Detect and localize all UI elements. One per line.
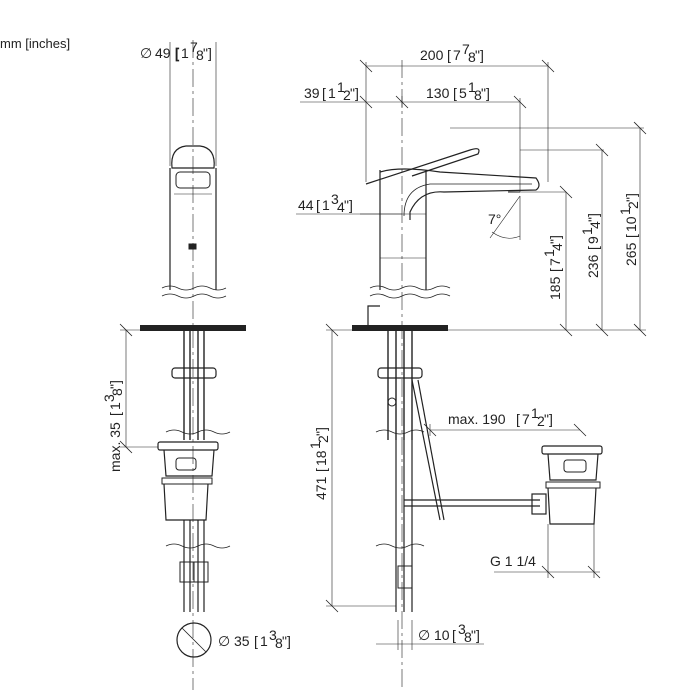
- dim-inch-denominator: 4: [587, 221, 603, 229]
- dim-inch-whole: 10: [623, 216, 639, 232]
- dim-inch-numerator: 1: [307, 441, 323, 449]
- svg-text:[: [: [547, 268, 563, 272]
- dim-inch-denominator: 4: [549, 243, 565, 251]
- side-height-185-label: 185 [ 7 1 4 "]: [541, 235, 565, 300]
- svg-text:[: [: [623, 234, 639, 238]
- dim-inch-whole: 18: [313, 450, 329, 466]
- dim-inch-numerator: 3: [331, 191, 339, 207]
- dim-inch-whole: 1: [181, 45, 189, 61]
- svg-text:"]: "]: [282, 633, 291, 649]
- svg-text:[: [: [322, 85, 326, 101]
- svg-text:"]: "]: [585, 213, 601, 222]
- dim-inch-mark: "]: [203, 45, 212, 61]
- dim-inch-denominator: 8: [468, 49, 476, 65]
- side-total-depth-label: 200 [ 7 7 8 "]: [420, 41, 484, 65]
- dim-inch-numerator: 1: [468, 79, 476, 95]
- dim-inch-whole: 7: [453, 47, 461, 63]
- dim-text: max. 35: [107, 422, 123, 472]
- dim-inch-whole: 7: [547, 258, 563, 266]
- svg-text:"]: "]: [481, 85, 490, 101]
- svg-text:"]: "]: [344, 197, 353, 213]
- side-body-depth-label: 44 [ 1 3 4 "]: [298, 191, 353, 215]
- dim-inch-numerator: 7: [462, 41, 470, 57]
- svg-text:"]: "]: [547, 235, 563, 244]
- dim-mm: 49: [155, 45, 171, 61]
- dim-inch-denominator: 4: [337, 199, 345, 215]
- svg-text:[: [: [447, 47, 451, 63]
- side-height-236-label: 236 [ 9 1 4 "]: [579, 213, 603, 278]
- dim-inch-denominator: 2: [343, 87, 351, 103]
- svg-text:[: [: [254, 633, 258, 649]
- dim-inch-whole: 5: [459, 85, 467, 101]
- diameter-symbol: ∅: [140, 45, 152, 61]
- dim-mm: 471: [313, 476, 329, 500]
- dim-inch-whole: 1: [107, 402, 123, 410]
- dim-inch-denominator: 8: [464, 629, 472, 645]
- dim-inch-denominator: 2: [315, 435, 331, 443]
- dim-inch-denominator: 8: [474, 87, 482, 103]
- dim-inch-denominator: 8: [196, 47, 204, 63]
- svg-text:"]: "]: [350, 85, 359, 101]
- dim-inch-whole: 1: [328, 85, 336, 101]
- side-spout-reach-label: 130 [ 5 1 8 "]: [426, 79, 490, 103]
- dim-mm: 35: [234, 633, 250, 649]
- front-top-diameter-label: ∅ 49 [ 1 7 8 "]: [140, 39, 212, 63]
- dim-inch-numerator: 1: [541, 249, 557, 257]
- dim-mm: 200: [420, 47, 444, 63]
- side-view: [296, 59, 647, 690]
- dim-inch-numerator: 3: [101, 394, 117, 402]
- dim-mm: 265: [623, 242, 639, 266]
- dim-inch-whole: 1: [260, 633, 268, 649]
- svg-text:"]: "]: [623, 193, 639, 202]
- dim-inch-denominator: 8: [109, 388, 125, 396]
- dim-inch-numerator: 1: [617, 207, 633, 215]
- diameter-symbol: ∅: [218, 633, 230, 649]
- dim-inch-numerator: 3: [458, 621, 466, 637]
- svg-text:"]: "]: [313, 427, 329, 436]
- dim-inch-denominator: 8: [275, 635, 283, 651]
- dim-inch-denominator: 2: [625, 201, 641, 209]
- diameter-symbol: ∅: [418, 627, 430, 643]
- dim-inch-numerator: 7: [190, 39, 198, 55]
- unit-note: mm [inches]: [0, 36, 71, 51]
- svg-text:[: [: [175, 45, 179, 61]
- front-drain-travel-label: max. 35 [ 1 3 8 "]: [101, 380, 125, 472]
- svg-text:[: [: [452, 627, 456, 643]
- dim-inch-whole: 7: [522, 411, 530, 427]
- side-lever-offset-label: 39 [ 1 1 2 "]: [304, 79, 359, 103]
- svg-text:"]: "]: [471, 627, 480, 643]
- dim-mm: 185: [547, 276, 563, 300]
- svg-text:[: [: [316, 197, 320, 213]
- svg-text:[: [: [453, 85, 457, 101]
- svg-text:"]: "]: [107, 380, 123, 389]
- svg-text:"]: "]: [544, 411, 553, 427]
- dim-mm: 130: [426, 85, 450, 101]
- side-height-265-label: 265 [ 10 1 2 "]: [617, 193, 641, 266]
- dim-mm: 10: [434, 627, 450, 643]
- dim-inch-numerator: 1: [337, 79, 345, 95]
- spout-angle-label: 7°: [488, 211, 501, 227]
- dim-text: max. 190: [448, 411, 506, 427]
- side-hose-diameter-label: ∅ 10 [ 3 8 "]: [418, 621, 480, 645]
- dim-inch-numerator: 1: [531, 405, 539, 421]
- svg-text:[: [: [516, 411, 520, 427]
- side-drain-reach-label: max. 190 [ 7 1 2 "]: [448, 405, 553, 429]
- front-view: [119, 40, 246, 690]
- svg-text:[: [: [585, 246, 601, 250]
- dim-inch-whole: 9: [585, 236, 601, 244]
- dim-mm: 39: [304, 85, 320, 101]
- dim-inch-denominator: 2: [537, 413, 545, 429]
- side-below-deck-label: 471 [ 18 1 2 "]: [307, 427, 331, 500]
- dim-inch-numerator: 1: [579, 227, 595, 235]
- front-bottom-diameter-label: ∅ 35 [ 1 3 8 "]: [218, 627, 291, 651]
- thread-label: G 1 1/4: [490, 553, 536, 569]
- dim-inch-numerator: 3: [269, 627, 277, 643]
- dim-mm: 236: [585, 254, 601, 278]
- dim-mm: 44: [298, 197, 314, 213]
- dim-inch-whole: 1: [322, 197, 330, 213]
- svg-text:[: [: [107, 412, 123, 416]
- svg-text:[: [: [313, 468, 329, 472]
- svg-text:"]: "]: [475, 47, 484, 63]
